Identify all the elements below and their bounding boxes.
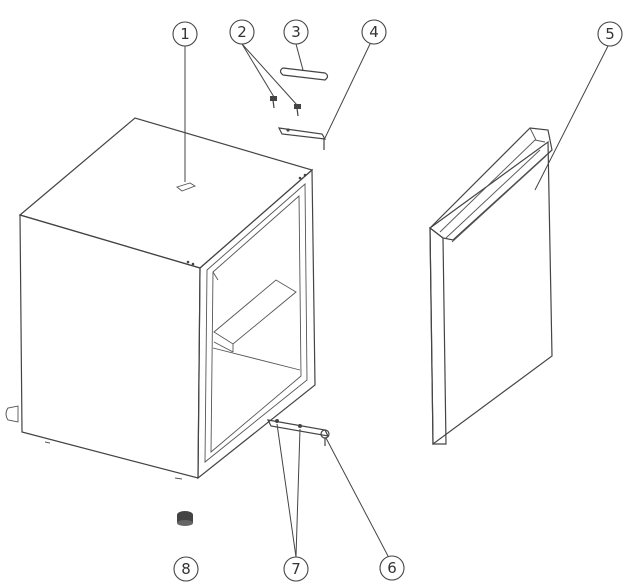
leader-lines [184, 43, 609, 558]
callout-5-label: 5 [605, 25, 615, 43]
callout-6-label: 6 [387, 559, 397, 577]
part-3-handle [279, 67, 329, 81]
callout-8-label: 8 [181, 560, 191, 578]
part-6-7-bottom-hinge [266, 419, 330, 446]
callouts: 1 2 3 4 5 6 7 8 [172, 19, 623, 582]
part-8-foot [177, 511, 193, 526]
callout-2: 2 [229, 19, 255, 45]
callout-4: 4 [361, 19, 387, 45]
callout-2-label: 2 [237, 23, 247, 41]
part-4-hinge [277, 127, 327, 150]
part-2-screws [270, 96, 301, 117]
callout-4-label: 4 [369, 23, 379, 41]
callout-1-label: 1 [180, 25, 190, 43]
callout-7-label: 7 [291, 560, 301, 578]
callout-3: 3 [283, 19, 309, 45]
door-panel [429, 127, 553, 446]
callout-5: 5 [597, 21, 623, 47]
callout-3-label: 3 [291, 23, 301, 41]
callout-8: 8 [173, 556, 199, 582]
callout-6: 6 [379, 555, 405, 581]
callout-1: 1 [172, 21, 198, 47]
callout-7: 7 [283, 556, 309, 582]
cabinet-body [5, 117, 316, 480]
